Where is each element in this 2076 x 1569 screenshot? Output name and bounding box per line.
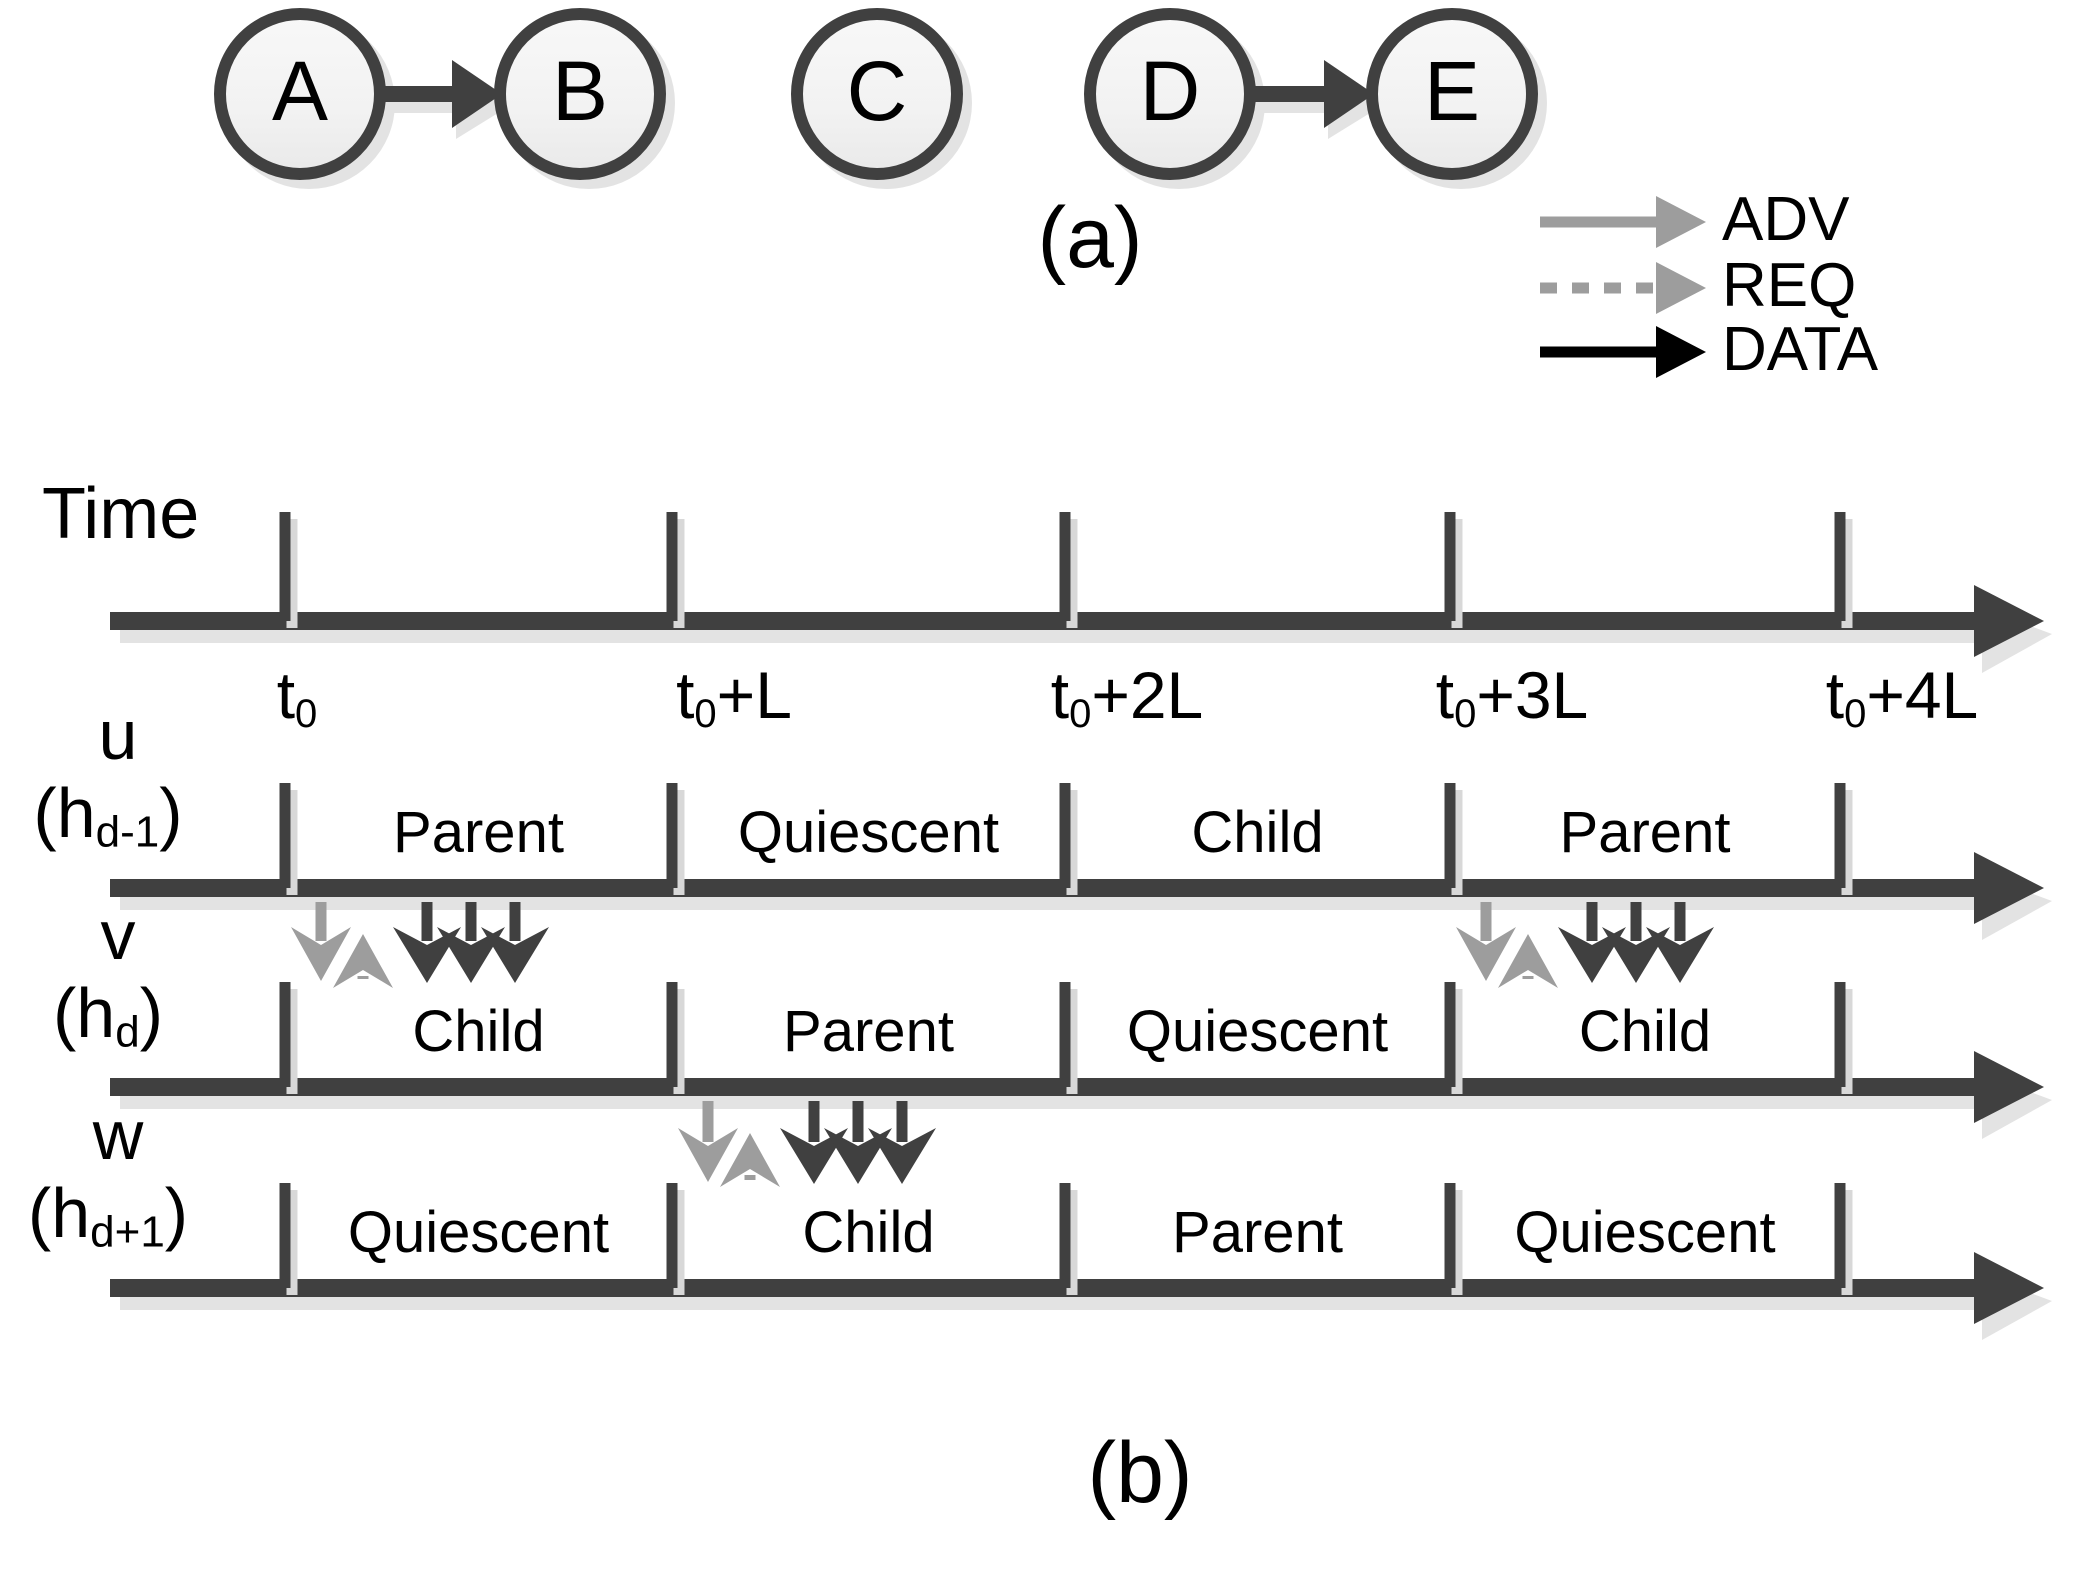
tick-base: t <box>1050 658 1070 732</box>
tick-base: t <box>276 658 296 732</box>
tick-suffix: +2L <box>1091 658 1204 732</box>
row-height-v: (hd) <box>53 978 163 1055</box>
row-h-prefix: (h <box>33 774 96 852</box>
state-u-1: Quiescent <box>737 800 1000 865</box>
legend-arrow-req <box>1540 262 1706 314</box>
row-h-subscript: d <box>115 1007 140 1057</box>
time-tick-label-0: t0 <box>277 662 318 734</box>
node-label-D: D <box>1139 44 1201 138</box>
state-w-2: Parent <box>1172 1200 1343 1265</box>
row-v-axis-line <box>110 1051 2044 1123</box>
row-h-subscript: d+1 <box>90 1207 165 1257</box>
tick-suffix: +4L <box>1866 658 1979 732</box>
tick-subscript: 0 <box>1069 691 1092 736</box>
legend-label-data: DATA <box>1722 315 1879 384</box>
state-v-3: Child <box>1578 999 1712 1064</box>
node-circle-D[interactable] <box>1084 8 1256 180</box>
time-tick-label-3: t0+3L <box>1436 662 1589 734</box>
legend-label-req: REQ <box>1722 251 1857 320</box>
tick-base: t <box>1435 658 1455 732</box>
message-data-1-2 <box>1558 902 1626 983</box>
state-v-2: Quiescent <box>1126 999 1389 1064</box>
tick-subscript: 0 <box>1844 691 1867 736</box>
message-data-0-3 <box>437 902 505 983</box>
row-h-subscript: d-1 <box>95 807 160 857</box>
state-u-3: Parent <box>1559 800 1731 865</box>
message-data-0-4 <box>481 902 549 983</box>
row-w-axis-line <box>110 1252 2044 1324</box>
tick-subscript: 0 <box>295 691 318 736</box>
panel-a-caption: (a) <box>1037 190 1143 286</box>
tick-subscript: 0 <box>1454 691 1477 736</box>
message-req-2-1 <box>720 1133 780 1187</box>
legend-label-adv: ADV <box>1722 185 1850 254</box>
legend-arrow-adv <box>1540 196 1706 248</box>
node-circle-C[interactable] <box>791 8 963 180</box>
message-data-2-2 <box>780 1101 848 1184</box>
edge-A-to-B <box>380 60 502 128</box>
state-u-0: Parent <box>393 800 564 865</box>
message-data-0-2 <box>393 902 461 983</box>
node-label-B: B <box>551 44 609 138</box>
row-h-suffix: ) <box>139 974 164 1052</box>
node-circle-A[interactable] <box>214 8 386 180</box>
row-u-axis-line <box>110 852 2044 924</box>
row-name-v: v <box>100 896 136 974</box>
row-name-w: w <box>92 1096 144 1174</box>
node-label-C: C <box>846 44 908 138</box>
message-adv-1-0 <box>1456 902 1516 981</box>
state-u-2: Child <box>1191 800 1324 865</box>
message-data-1-3 <box>1602 902 1670 983</box>
tick-base: t <box>1825 658 1845 732</box>
state-v-0: Child <box>412 999 545 1064</box>
node-label-A: A <box>271 44 329 138</box>
node-circle-E[interactable] <box>1366 8 1538 180</box>
tick-subscript: 0 <box>694 691 717 736</box>
row-h-prefix: (h <box>52 974 116 1052</box>
row-h-suffix: ) <box>164 1174 189 1252</box>
state-w-1: Child <box>802 1200 935 1265</box>
time-tick-label-1: t0+L <box>676 662 792 734</box>
row-name-u: u <box>98 696 138 774</box>
row-height-u: (hd-1) <box>33 778 182 855</box>
row-h-prefix: (h <box>27 1174 91 1252</box>
node-circle-B[interactable] <box>494 8 666 180</box>
legend-arrow-data <box>1540 326 1706 378</box>
time-tick-label-4: t0+4L <box>1826 662 1979 734</box>
node-label-E: E <box>1423 44 1481 138</box>
message-data-1-4 <box>1646 902 1714 983</box>
panel-b-caption: (b) <box>1087 1425 1193 1521</box>
state-v-1: Parent <box>783 999 954 1064</box>
edge-D-to-E <box>1250 60 1374 128</box>
state-w-0: Quiescent <box>347 1200 610 1265</box>
row-height-w: (hd+1) <box>28 1178 188 1255</box>
time-axis-title: Time <box>42 474 200 554</box>
message-req-1-1 <box>1498 934 1558 988</box>
tick-suffix: +3L <box>1476 658 1589 732</box>
time-axis-line <box>110 585 2044 657</box>
row-h-suffix: ) <box>159 774 183 852</box>
tick-suffix: +L <box>716 658 792 732</box>
message-data-2-3 <box>824 1101 892 1184</box>
state-w-3: Quiescent <box>1514 1200 1776 1265</box>
tick-base: t <box>676 658 695 732</box>
message-data-2-4 <box>868 1101 936 1184</box>
time-tick-label-2: t0+2L <box>1051 662 1204 734</box>
message-adv-0-0 <box>291 902 351 981</box>
message-adv-2-0 <box>678 1101 738 1182</box>
message-req-0-1 <box>333 934 393 988</box>
